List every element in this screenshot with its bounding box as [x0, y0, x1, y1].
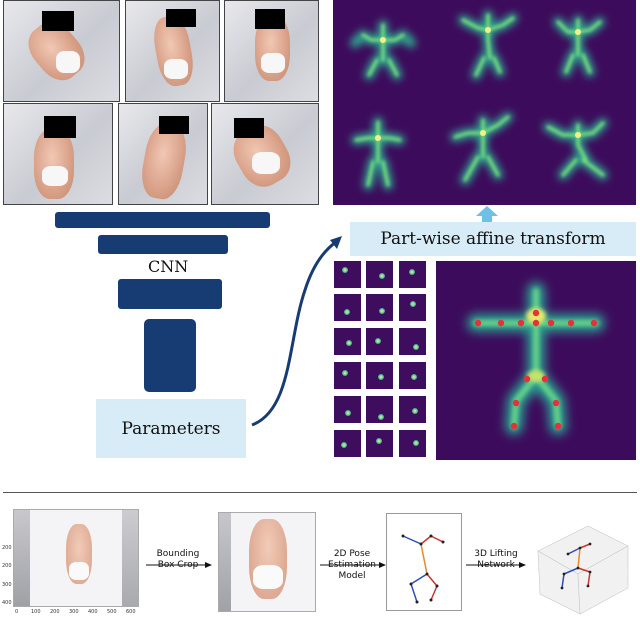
composed-heatmap: [436, 261, 636, 460]
y-tick: 300: [2, 582, 12, 588]
part-heatmap: [334, 430, 361, 457]
x-tick: 300: [69, 609, 79, 615]
x-tick: 600: [126, 609, 136, 615]
part-heatmap: [366, 430, 393, 457]
cnn-layer-2: [98, 235, 228, 254]
part-heatmap: [366, 396, 393, 423]
pose-heatmap-6: [543, 118, 608, 180]
part-heatmap: [366, 261, 393, 288]
pose-heatmap-2: [458, 10, 518, 80]
output-heatmap-panel: [333, 0, 636, 205]
affine-transform-label: Part-wise affine transform: [380, 229, 606, 249]
up-arrow-icon: [476, 206, 498, 225]
heatmap-figures: [350, 10, 608, 190]
infant-photo-2: [125, 0, 220, 102]
joint-dot: [532, 319, 540, 327]
joint-dot: [523, 375, 531, 383]
part-heatmap: [334, 328, 361, 355]
joint-dot: [512, 399, 520, 407]
x-tick: 200: [50, 609, 60, 615]
y-tick: 400: [2, 600, 12, 606]
pose-heatmap-1: [350, 20, 416, 80]
infant-photo-6: [211, 103, 319, 205]
joint-dot: [567, 319, 575, 327]
part-heatmap: [366, 362, 393, 389]
redaction-box: [255, 9, 285, 29]
redaction-box: [42, 11, 74, 31]
part-heatmap: [334, 294, 361, 321]
cnn-label: CNN: [148, 257, 189, 276]
joint-dot: [552, 399, 560, 407]
joint-dot: [517, 319, 525, 327]
x-tick: 100: [31, 609, 41, 615]
pose-heatmap-4: [351, 117, 405, 190]
part-heatmap: [334, 261, 361, 288]
skeleton-heatmap: [467, 282, 605, 435]
joint-dot: [532, 309, 540, 317]
section-divider: [3, 492, 637, 493]
part-heatmap: [334, 362, 361, 389]
pipeline-arrow-2: [320, 562, 386, 568]
x-tick: 0: [15, 609, 19, 615]
x-tick: 500: [107, 609, 117, 615]
infant-photo-4: [3, 103, 113, 205]
redaction-box: [44, 116, 76, 138]
joint-dot: [541, 375, 549, 383]
part-heatmap: [399, 430, 426, 457]
joint-dot: [474, 319, 482, 327]
pipeline-arrow-3: [466, 562, 526, 568]
cnn-layer-3: [118, 279, 222, 309]
infant-photo-1: [3, 0, 120, 102]
parameters-box: Parameters: [96, 399, 246, 458]
y-tick: 200: [2, 545, 12, 551]
redaction-box: [166, 9, 196, 27]
part-heatmap: [399, 362, 426, 389]
redaction-box: [159, 116, 189, 134]
pose-heatmap-5: [450, 112, 513, 185]
redaction-box: [234, 118, 264, 138]
joint-dot: [590, 319, 598, 327]
x-tick: 400: [88, 609, 98, 615]
pipeline-arrow-1: [146, 562, 212, 568]
part-heatmap: [399, 396, 426, 423]
infant-photo-5: [118, 103, 208, 205]
pose-heatmap-3: [553, 15, 605, 77]
part-heatmap: [399, 261, 426, 288]
parameters-label: Parameters: [121, 418, 221, 439]
joint-dot: [547, 319, 555, 327]
infant-photo-3: [224, 0, 319, 102]
joint-dot: [510, 422, 518, 430]
part-heatmap: [399, 328, 426, 355]
joint-dot: [497, 319, 505, 327]
pipeline-input-image: 200 200 300 400 0 100 200 300 400 500 60…: [2, 505, 142, 620]
pipeline-2d-pose-plot: [386, 513, 462, 611]
pipeline-3d-pose-plot: [528, 506, 638, 624]
joint-dot: [554, 422, 562, 430]
pipeline-cropped-image: [218, 512, 316, 612]
part-heatmap: [334, 396, 361, 423]
part-heatmap: [399, 294, 426, 321]
cnn-layer-4: [144, 319, 196, 392]
part-heatmap: [366, 294, 393, 321]
part-heatmap: [366, 328, 393, 355]
cnn-layer-1: [55, 212, 270, 228]
y-tick: 200: [2, 563, 12, 569]
affine-transform-box: Part-wise affine transform: [350, 222, 636, 256]
joint-markers: [474, 309, 598, 430]
